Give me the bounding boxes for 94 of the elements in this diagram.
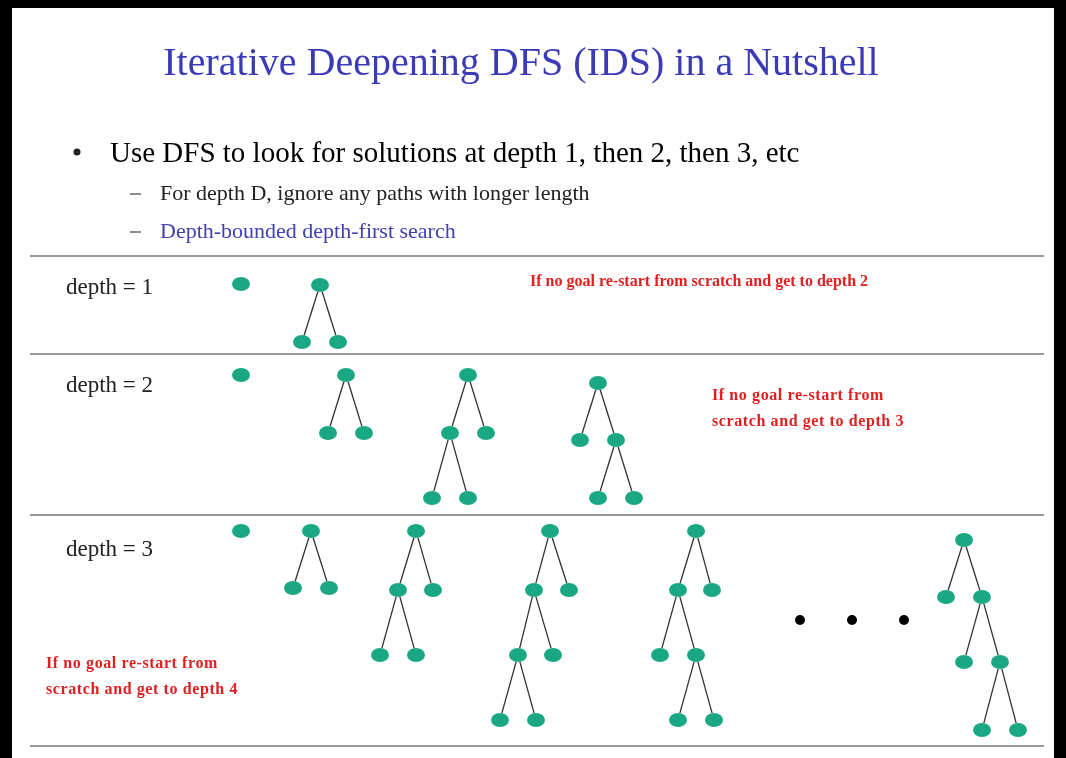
tree-node-circle	[669, 583, 687, 597]
tree-node-circle	[407, 524, 425, 538]
tree-edge	[617, 446, 633, 492]
note-text: If no goal re-start from scratch and get to depth 2	[530, 272, 869, 290]
tree-edge	[347, 381, 363, 427]
tree-node-circle	[525, 583, 543, 597]
tree-node-circle	[625, 491, 643, 505]
tree-node-circle	[651, 648, 669, 662]
tree-node-circle	[955, 533, 973, 547]
tree-node-circle	[687, 648, 705, 662]
tree-node-circle	[355, 426, 373, 440]
tree-node-circle	[424, 583, 442, 597]
tree-edge	[417, 537, 432, 584]
tree-node-circle	[669, 713, 687, 727]
depth-label: depth = 1	[66, 274, 154, 300]
tree-node-circle	[491, 713, 509, 727]
tree-edge	[535, 596, 552, 649]
tree-node-circle	[527, 713, 545, 727]
tree-node-circle	[232, 524, 250, 538]
tree-node-circle	[607, 433, 625, 447]
tree-edge	[329, 381, 345, 427]
tree-node-circle	[302, 524, 320, 538]
tree-edge	[321, 291, 337, 336]
tree-edge	[599, 446, 615, 492]
tree-edge	[697, 661, 713, 714]
tree-node-circle	[329, 335, 347, 349]
tree-edge	[303, 291, 319, 336]
tree-node-circle	[571, 433, 589, 447]
tree-node-circle	[319, 426, 337, 440]
tree-node-circle	[441, 426, 459, 440]
tree-node-circle	[232, 277, 250, 291]
sub-bullet-text: Depth-bounded depth-first search	[160, 218, 456, 244]
tree-edge	[451, 439, 467, 492]
tree-edge	[519, 661, 535, 714]
depth-label: depth = 3	[66, 536, 154, 562]
bullet-text: Use DFS to look for solutions at depth 1, then 2, then 3, etc	[110, 136, 800, 169]
tree-node-circle	[293, 335, 311, 349]
tree-edge	[679, 661, 695, 714]
tree-node-circle	[337, 368, 355, 382]
tree-edge	[451, 381, 467, 427]
tree-edge	[381, 596, 397, 649]
tree-node-circle	[955, 655, 973, 669]
tree-edge	[399, 596, 415, 649]
tree-edge	[551, 537, 568, 584]
tree-edge	[433, 439, 449, 492]
tree-edge	[535, 537, 549, 584]
tree-node-circle	[459, 368, 477, 382]
tree-node-circle	[407, 648, 425, 662]
tree-node-circle	[232, 368, 250, 382]
tree-edge	[581, 389, 597, 434]
tree-node-circle	[284, 581, 302, 595]
tree-node-circle	[937, 590, 955, 604]
tree-node-circle	[703, 583, 721, 597]
tree-edge	[679, 596, 695, 649]
tree-edge	[312, 537, 328, 582]
note-text: If no goal re-start from scratch and get to depth 4	[46, 653, 240, 700]
tree-node-circle	[423, 491, 441, 505]
tree-node-circle	[371, 648, 389, 662]
tree-node-circle	[991, 655, 1009, 669]
tree-edge	[519, 596, 533, 649]
tree-edge	[469, 381, 485, 427]
tree-edge	[965, 603, 981, 656]
tree-node-circle	[1009, 723, 1027, 737]
tree-node-circle	[320, 581, 338, 595]
tree-node-circle	[560, 583, 578, 597]
tree-node-circle	[705, 713, 723, 727]
tree-node-circle	[973, 590, 991, 604]
slide-title: Iterative Deepening DFS (IDS) in a Nutshell	[162, 38, 880, 85]
note-text: If no goal re-start from scratch and get to depth 3	[712, 385, 906, 432]
tree-node-circle	[589, 376, 607, 390]
tree-edge	[679, 537, 695, 584]
tree-edge	[983, 603, 999, 656]
sub-bullet-text: For depth D, ignore any paths with longer length	[160, 180, 590, 206]
tree-node-circle	[544, 648, 562, 662]
tree-node-circle	[687, 524, 705, 538]
tree-node-circle	[311, 278, 329, 292]
tree-node-circle	[389, 583, 407, 597]
tree-edge	[501, 661, 517, 714]
tree-node-circle	[477, 426, 495, 440]
tree-edge	[399, 537, 415, 584]
tree-edge	[965, 546, 981, 591]
tree-edge	[294, 537, 310, 582]
tree-edge	[1001, 668, 1017, 724]
tree-edge	[697, 537, 711, 584]
tree-edge	[983, 668, 999, 724]
tree-node-circle	[541, 524, 559, 538]
tree-node-circle	[973, 723, 991, 737]
tree-edge	[661, 596, 677, 649]
tree-edge	[599, 389, 615, 434]
tree-edge	[947, 546, 963, 591]
depth-label: depth = 2	[66, 372, 154, 398]
tree-node-circle	[509, 648, 527, 662]
tree-node-circle	[589, 491, 607, 505]
tree-node-circle	[459, 491, 477, 505]
